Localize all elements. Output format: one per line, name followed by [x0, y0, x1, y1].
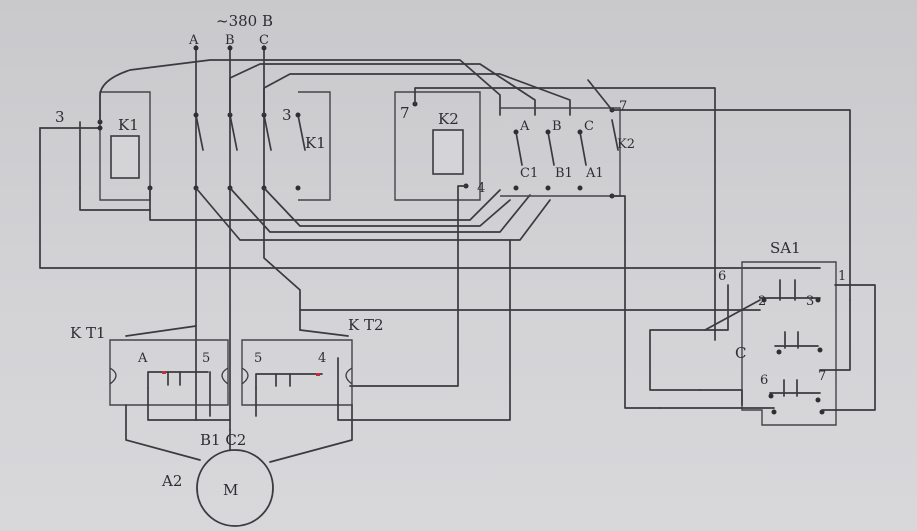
- sa1-terminal-1: 1: [838, 269, 846, 284]
- phase-a-label: A: [188, 33, 199, 48]
- outer-loop: [39, 125, 821, 269]
- kt2-terminal-5: 5: [254, 351, 262, 366]
- k2-coil-label: K2: [438, 110, 459, 128]
- node-7-k2: 7: [400, 104, 410, 122]
- sa1-terminal-7: 7: [818, 369, 826, 384]
- k1-contact-label: K1: [305, 134, 326, 152]
- sa1-terminal-2: 2: [758, 294, 766, 309]
- kt2-thermal-relay: [241, 239, 511, 463]
- sa1-terminal-6b: 6: [760, 373, 768, 388]
- k2-in-c: C: [584, 119, 594, 134]
- node-3-left: 3: [55, 108, 65, 126]
- labels: ~380 B A B C 3 K1 3 K1 7 K2 4 A B C 7 K2…: [55, 12, 846, 499]
- phase-b-label: B: [225, 33, 235, 48]
- motor: [196, 429, 274, 527]
- k2-contact-label: K2: [617, 137, 635, 152]
- crossing-bus: [79, 59, 571, 241]
- kt2-terminal-4: 4: [318, 351, 326, 366]
- sa1-terminal-6: 6: [718, 269, 726, 284]
- supply-label: ~380 B: [216, 12, 273, 30]
- node-3-k1: 3: [282, 106, 292, 124]
- kt1-terminal-5: 5: [202, 351, 210, 366]
- sa1-label: SA1: [770, 239, 801, 257]
- motor-label: M: [223, 481, 238, 499]
- sa1-terminal-3: 3: [806, 294, 814, 309]
- k2-in-a: A: [519, 119, 530, 134]
- k2-out-b1: B1: [555, 166, 573, 181]
- k2-out-a1: A1: [585, 166, 604, 181]
- kt1-thermal-relay: [109, 325, 231, 461]
- k1-coil-label: K1: [118, 116, 139, 134]
- k2-in-b: B: [552, 119, 562, 134]
- node-4-k2: 4: [477, 181, 485, 196]
- sa1-switch: [299, 261, 876, 426]
- k2-out-c1: C1: [520, 166, 538, 181]
- k2-main-contacts: [500, 79, 851, 409]
- motor-terminal-a2: A2: [161, 472, 182, 490]
- kt1-label: K T1: [70, 324, 106, 342]
- sa1-terminal-c: C: [735, 344, 746, 362]
- k2-coil-block: [349, 87, 716, 387]
- kt1-terminal-a: A: [137, 351, 148, 366]
- phase-c-label: C: [259, 33, 269, 48]
- motor-terminals-label: B1 C2: [200, 431, 246, 449]
- node-7-right: 7: [619, 99, 627, 114]
- kt2-label: K T2: [348, 316, 384, 334]
- k1-coil-block: [97, 91, 153, 201]
